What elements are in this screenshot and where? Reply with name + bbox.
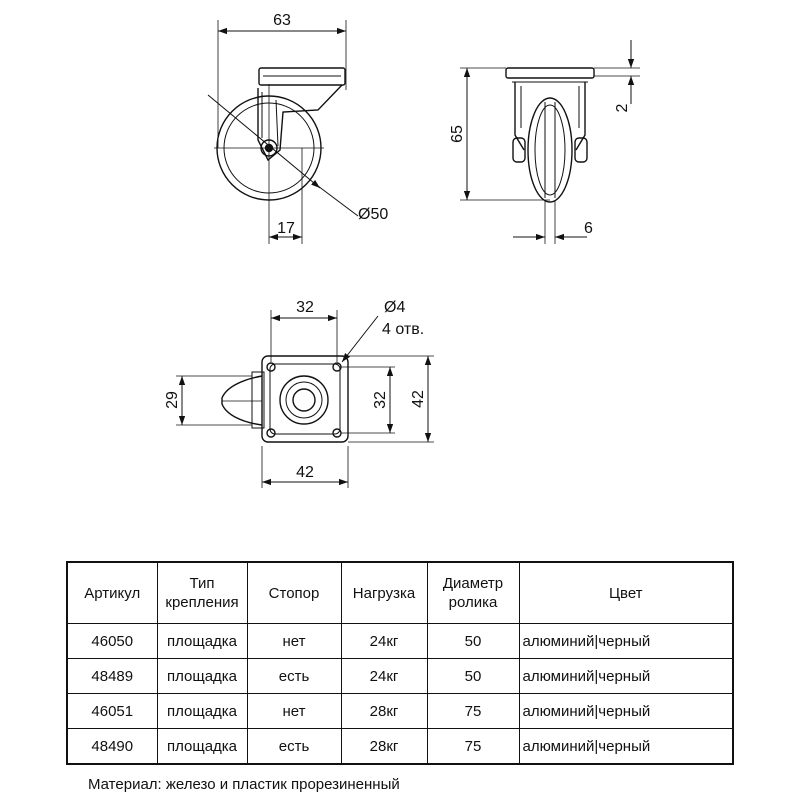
cell-load: 24кг bbox=[340, 658, 428, 694]
header-brake: Стопор bbox=[246, 561, 342, 624]
cell-brake: нет bbox=[246, 693, 342, 729]
top-view bbox=[176, 310, 434, 488]
cell-article: 46051 bbox=[66, 693, 158, 729]
side-fork bbox=[257, 84, 343, 162]
cell-color: алюминий|черный bbox=[518, 728, 734, 765]
side-mount-plate bbox=[258, 67, 346, 86]
cell-diameter: 75 bbox=[426, 728, 520, 765]
cell-load: 24кг bbox=[340, 623, 428, 659]
mount-hole bbox=[266, 362, 276, 372]
table-row: 48490 площадка есть 28кг 75 алюминий|чер… bbox=[66, 728, 734, 765]
dim-hole-diameter: Ø4 bbox=[384, 299, 405, 316]
front-axle-right bbox=[574, 137, 588, 163]
front-axle-left bbox=[512, 137, 526, 163]
front-wheel bbox=[527, 97, 573, 203]
cell-brake: есть bbox=[246, 728, 342, 765]
dim-hole-count: 4 отв. bbox=[382, 321, 424, 338]
cell-mount: площадка bbox=[156, 693, 248, 729]
table-row: 48489 площадка есть 24кг 50 алюминий|чер… bbox=[66, 658, 734, 694]
cell-article: 48490 bbox=[66, 728, 158, 765]
front-view bbox=[460, 40, 640, 244]
header-color: Цвет bbox=[518, 561, 734, 624]
dim-hole-spacing-h: 32 bbox=[296, 299, 314, 316]
technical-drawing: 63 Ø50 17 65 2 6 bbox=[164, 12, 640, 488]
cell-color: алюминий|черный bbox=[518, 693, 734, 729]
dim-plate-size-h: 42 bbox=[296, 464, 314, 481]
top-mount-plate bbox=[261, 355, 349, 443]
cell-diameter: 50 bbox=[426, 658, 520, 694]
cell-mount: площадка bbox=[156, 623, 248, 659]
center-bore bbox=[279, 375, 329, 425]
dim-side-width: 63 bbox=[273, 12, 291, 29]
dim-wheel-diameter: Ø50 bbox=[358, 206, 388, 223]
table-row: 46051 площадка нет 28кг 75 алюминий|черн… bbox=[66, 693, 734, 729]
front-mount-plate bbox=[505, 67, 595, 79]
dim-bracket-height: 29 bbox=[164, 391, 181, 409]
cell-brake: есть bbox=[246, 658, 342, 694]
cell-load: 28кг bbox=[340, 728, 428, 765]
header-load: Нагрузка bbox=[340, 561, 428, 624]
dim-hole-spacing-v: 32 bbox=[372, 391, 389, 409]
top-bracket bbox=[221, 375, 263, 426]
dim-plate-size-v: 42 bbox=[410, 390, 427, 408]
header-article: Артикул bbox=[66, 561, 158, 624]
dim-wheel-width: 6 bbox=[584, 220, 593, 237]
cell-mount: площадка bbox=[156, 728, 248, 765]
mount-hole bbox=[266, 428, 276, 438]
dim-plate-thickness: 2 bbox=[614, 103, 631, 112]
dim-front-height: 65 bbox=[449, 125, 466, 143]
cell-article: 46050 bbox=[66, 623, 158, 659]
cell-color: алюминий|черный bbox=[518, 658, 734, 694]
dim-offset: 17 bbox=[277, 220, 295, 237]
cell-diameter: 75 bbox=[426, 693, 520, 729]
side-view bbox=[207, 20, 359, 244]
cell-brake: нет bbox=[246, 623, 342, 659]
table-row: 46050 площадка нет 24кг 50 алюминий|черн… bbox=[66, 623, 734, 659]
cell-diameter: 50 bbox=[426, 623, 520, 659]
mount-hole bbox=[332, 428, 342, 438]
cell-color: алюминий|черный bbox=[518, 623, 734, 659]
front-fork bbox=[514, 82, 586, 151]
material-note: Материал: железо и пластик прорезиненный bbox=[88, 776, 400, 793]
cell-article: 48489 bbox=[66, 658, 158, 694]
cell-mount: площадка bbox=[156, 658, 248, 694]
cell-load: 28кг bbox=[340, 693, 428, 729]
